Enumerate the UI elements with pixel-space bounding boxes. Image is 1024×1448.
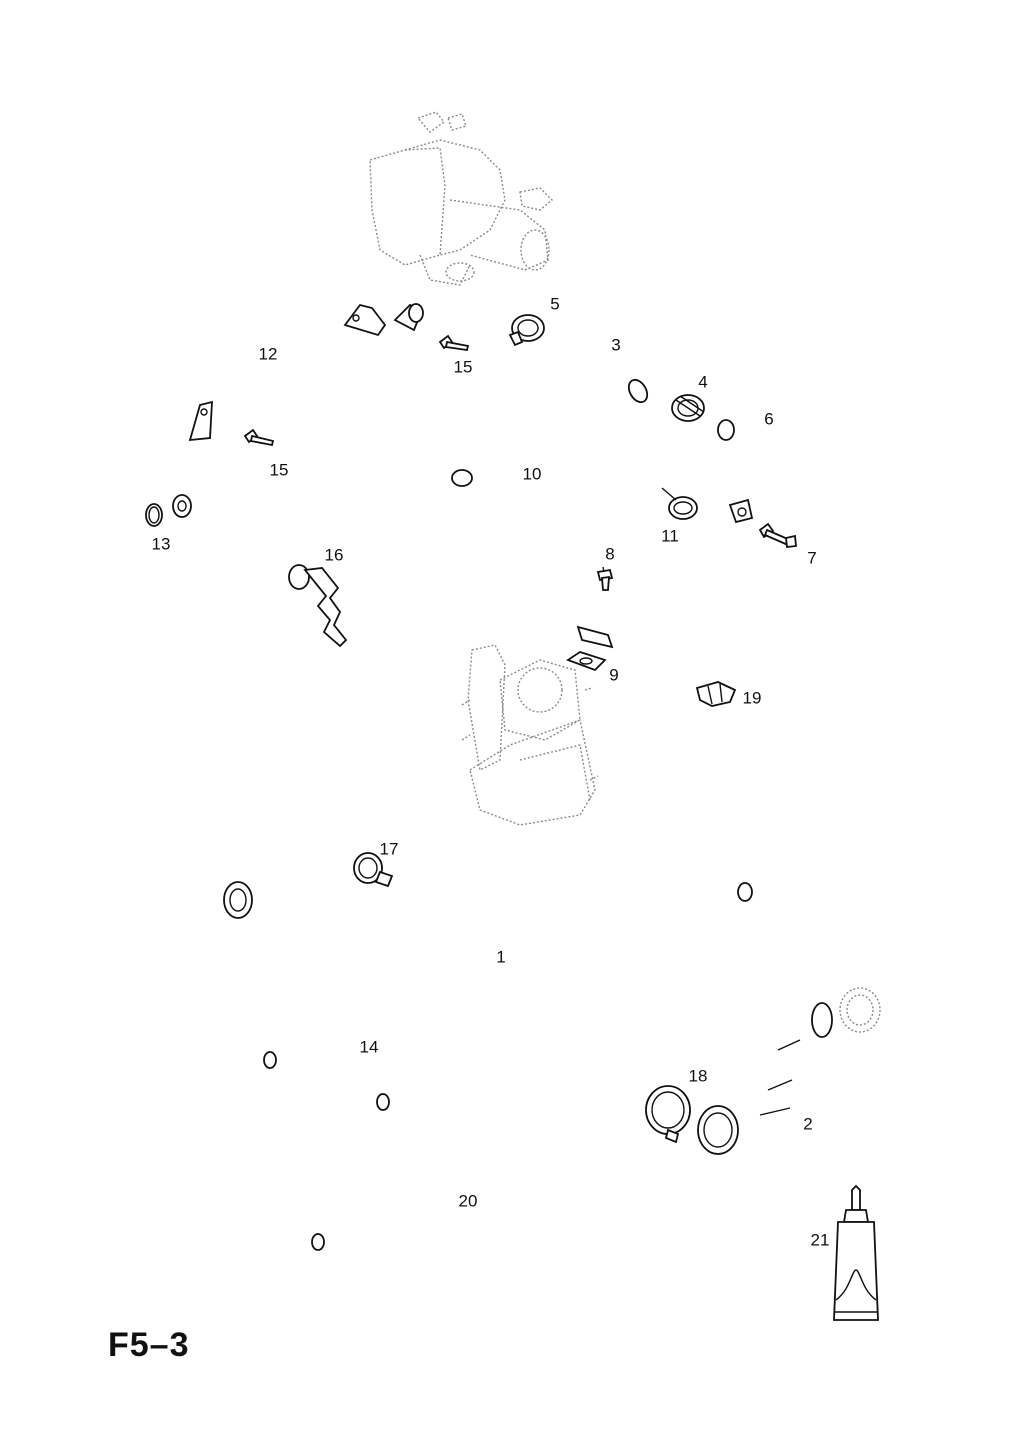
callout-4: 4 [698,372,708,392]
leader-lines [602,487,677,573]
callout-11: 11 [661,526,679,546]
callout-13: 13 [151,534,171,554]
ghost-clamp [839,987,881,1033]
part-16-bracket [288,564,348,648]
part-15-bolt-upper [438,334,470,352]
ghost-thermostat-housing [369,111,554,286]
callout-21: 21 [810,1230,830,1250]
callout-16: 16 [324,545,344,565]
part-3-short-hose [559,343,649,404]
part-17-clamp [353,852,394,888]
callout-1: 1 [496,947,506,967]
callout-2: 2 [803,1114,813,1134]
callout-12: 12 [258,344,278,364]
callout-5: 5 [550,294,560,314]
callout-18: 18 [688,1066,708,1086]
callout-15-lower: 15 [269,460,289,480]
part-2-hose [697,1002,835,1155]
part-12-pipe [172,303,424,518]
callout-3: 3 [611,335,621,355]
part-21-sealant-tube [833,1184,879,1321]
part-14-hose [263,1034,446,1114]
part-7-bolt [758,522,797,548]
callout-15-upper: 15 [453,357,473,377]
ghost-oil-cooler-housing [461,644,599,826]
callout-10: 10 [522,464,542,484]
callout-19: 19 [742,688,762,708]
part-13-o-ring [145,503,163,527]
part-18-clamp [645,1085,691,1144]
part-11-clamp [668,496,698,520]
callout-6: 6 [764,409,774,429]
callout-20: 20 [458,1191,478,1211]
callout-8: 8 [605,544,615,564]
part-1-hose [223,871,753,962]
part-10-hose [393,463,672,607]
part-4-clamp [671,394,705,422]
callout-14: 14 [359,1037,379,1057]
part-15-bolt-lower [243,428,275,447]
callout-7: 7 [807,548,817,568]
part-8-bolt [596,568,614,591]
part-20-hose [311,1211,633,1270]
part-19-clip [695,681,737,707]
page-title: F5–3 [108,1326,190,1364]
part-6-pipe [576,419,776,649]
part-5-clamp [508,314,545,347]
callout-17: 17 [379,839,399,859]
callout-9: 9 [609,665,619,685]
part-9-gasket [566,651,607,672]
